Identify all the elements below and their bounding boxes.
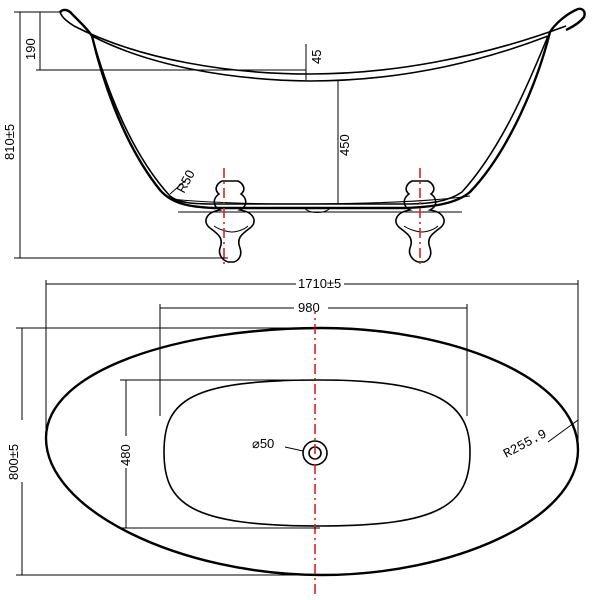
drain-leader	[284, 446, 304, 452]
corner-radius-leader	[169, 179, 187, 195]
rim-inner-curve	[91, 35, 549, 82]
drain-diameter-label: ⌀50	[252, 436, 274, 451]
drain-bump	[304, 207, 331, 213]
corner-radius-label: R50	[173, 167, 197, 195]
rim-height-label: 190	[23, 38, 38, 60]
top-view: ⌀50 1710±5 980 800±5 480 R255.9	[6, 274, 580, 597]
basin-outline	[163, 379, 471, 527]
depth-label: 450	[337, 134, 352, 156]
basin-width-label: 480	[118, 444, 133, 466]
thickness-label: 45	[309, 50, 324, 64]
right-foot-detail	[403, 225, 439, 233]
left-foot	[205, 180, 255, 263]
overall-height-label: 810±5	[2, 124, 17, 160]
overall-width-label: 800±5	[6, 444, 21, 480]
basin-length-label: 980	[298, 300, 320, 315]
overall-length-label: 1710±5	[298, 276, 341, 291]
end-radius-leader	[547, 419, 579, 443]
tub-outer-shell	[59, 7, 586, 210]
right-foot	[395, 180, 445, 263]
side-view: 810±5 190 45 450 R50	[2, 7, 586, 264]
end-radius-label: R255.9	[501, 426, 549, 461]
tub-floor-line	[171, 195, 471, 205]
rim-top-curve	[73, 25, 567, 75]
left-foot-detail	[213, 225, 249, 233]
tub-top-outline	[44, 326, 580, 577]
left-rim-inner	[59, 11, 75, 27]
